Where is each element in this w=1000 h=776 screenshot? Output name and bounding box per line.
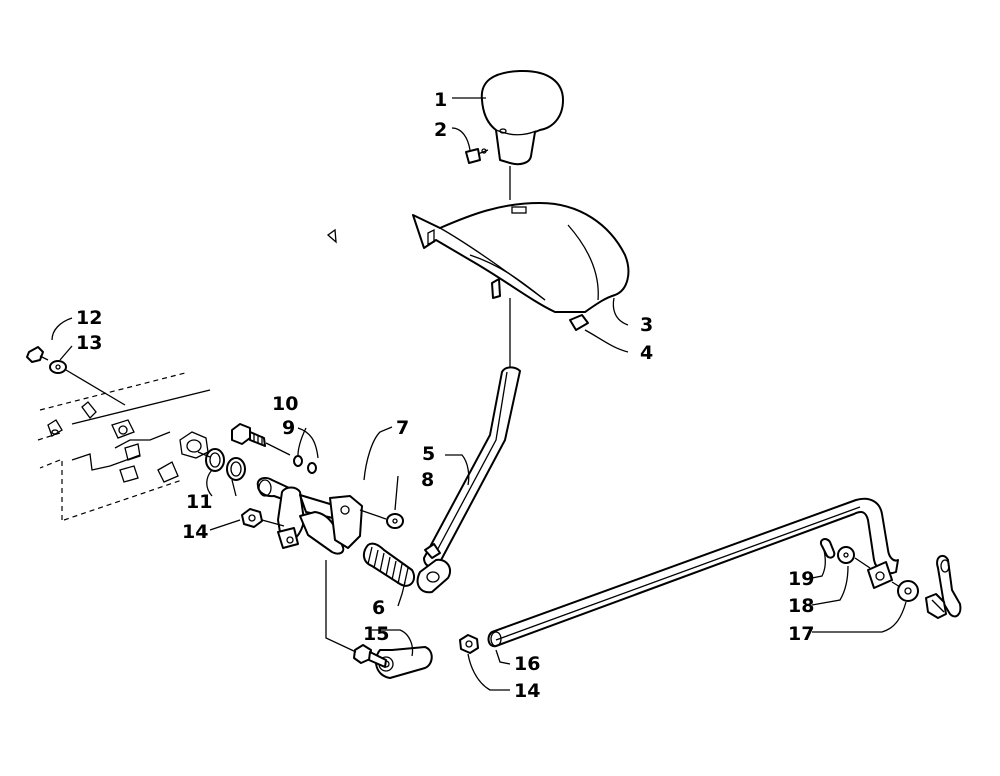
pivot-washer-a bbox=[293, 455, 303, 467]
pivot-bolt bbox=[231, 423, 266, 447]
shifter-cover bbox=[326, 202, 630, 331]
callout-3: 3 bbox=[640, 314, 653, 336]
callout-17: 17 bbox=[788, 623, 814, 645]
callout-11: 11 bbox=[186, 491, 212, 513]
rod-end-bolt bbox=[353, 644, 387, 668]
callout-19: 19 bbox=[788, 568, 814, 590]
callout-10: 10 bbox=[272, 393, 298, 415]
callout-15: 15 bbox=[363, 623, 389, 645]
callout-2: 2 bbox=[434, 119, 447, 141]
shift-lever bbox=[416, 366, 521, 594]
callout-8: 8 bbox=[421, 469, 434, 491]
bolt-axis-line bbox=[65, 369, 126, 406]
shift-pivot-arm bbox=[256, 477, 363, 555]
leader-lines bbox=[51, 97, 907, 691]
callout-14-lower: 14 bbox=[514, 680, 540, 702]
callout-16: 16 bbox=[514, 653, 540, 675]
bracket-bolt bbox=[26, 346, 49, 363]
rod-washer-18 bbox=[837, 546, 855, 564]
callout-12: 12 bbox=[76, 307, 102, 329]
transmission-shift-arm bbox=[925, 554, 962, 619]
pivot-nut bbox=[241, 508, 263, 528]
knob-set-screw bbox=[465, 148, 489, 164]
callout-5: 5 bbox=[422, 443, 435, 465]
callout-9: 9 bbox=[282, 417, 295, 439]
o-ring-a bbox=[205, 448, 225, 472]
return-spring bbox=[362, 542, 416, 587]
callout-14-upper: 14 bbox=[182, 521, 208, 543]
rod-axis-line bbox=[854, 557, 871, 569]
nut-axis-line bbox=[261, 519, 285, 527]
callout-18: 18 bbox=[788, 595, 814, 617]
washer8-axis-line bbox=[359, 509, 387, 520]
callout-7: 7 bbox=[396, 417, 409, 439]
rod-washer-17 bbox=[897, 580, 919, 602]
bracket-washer bbox=[49, 360, 67, 374]
retaining-clip bbox=[820, 538, 836, 559]
shift-knob bbox=[480, 69, 564, 166]
pivot-washer-b bbox=[307, 462, 317, 474]
pivot-axis-line bbox=[265, 442, 291, 456]
o-ring-b bbox=[226, 457, 246, 481]
bolt17-axis-line bbox=[891, 581, 901, 588]
callout-13: 13 bbox=[76, 332, 102, 354]
pivot-washer-8 bbox=[386, 513, 404, 529]
shift-rod-nut bbox=[459, 634, 479, 654]
bushing-axis-line bbox=[197, 451, 211, 458]
callout-4: 4 bbox=[640, 342, 653, 364]
callout-1: 1 bbox=[434, 89, 447, 111]
shift-rod bbox=[487, 497, 899, 648]
callout-6: 6 bbox=[372, 597, 385, 619]
mounting-bracket bbox=[37, 372, 211, 521]
